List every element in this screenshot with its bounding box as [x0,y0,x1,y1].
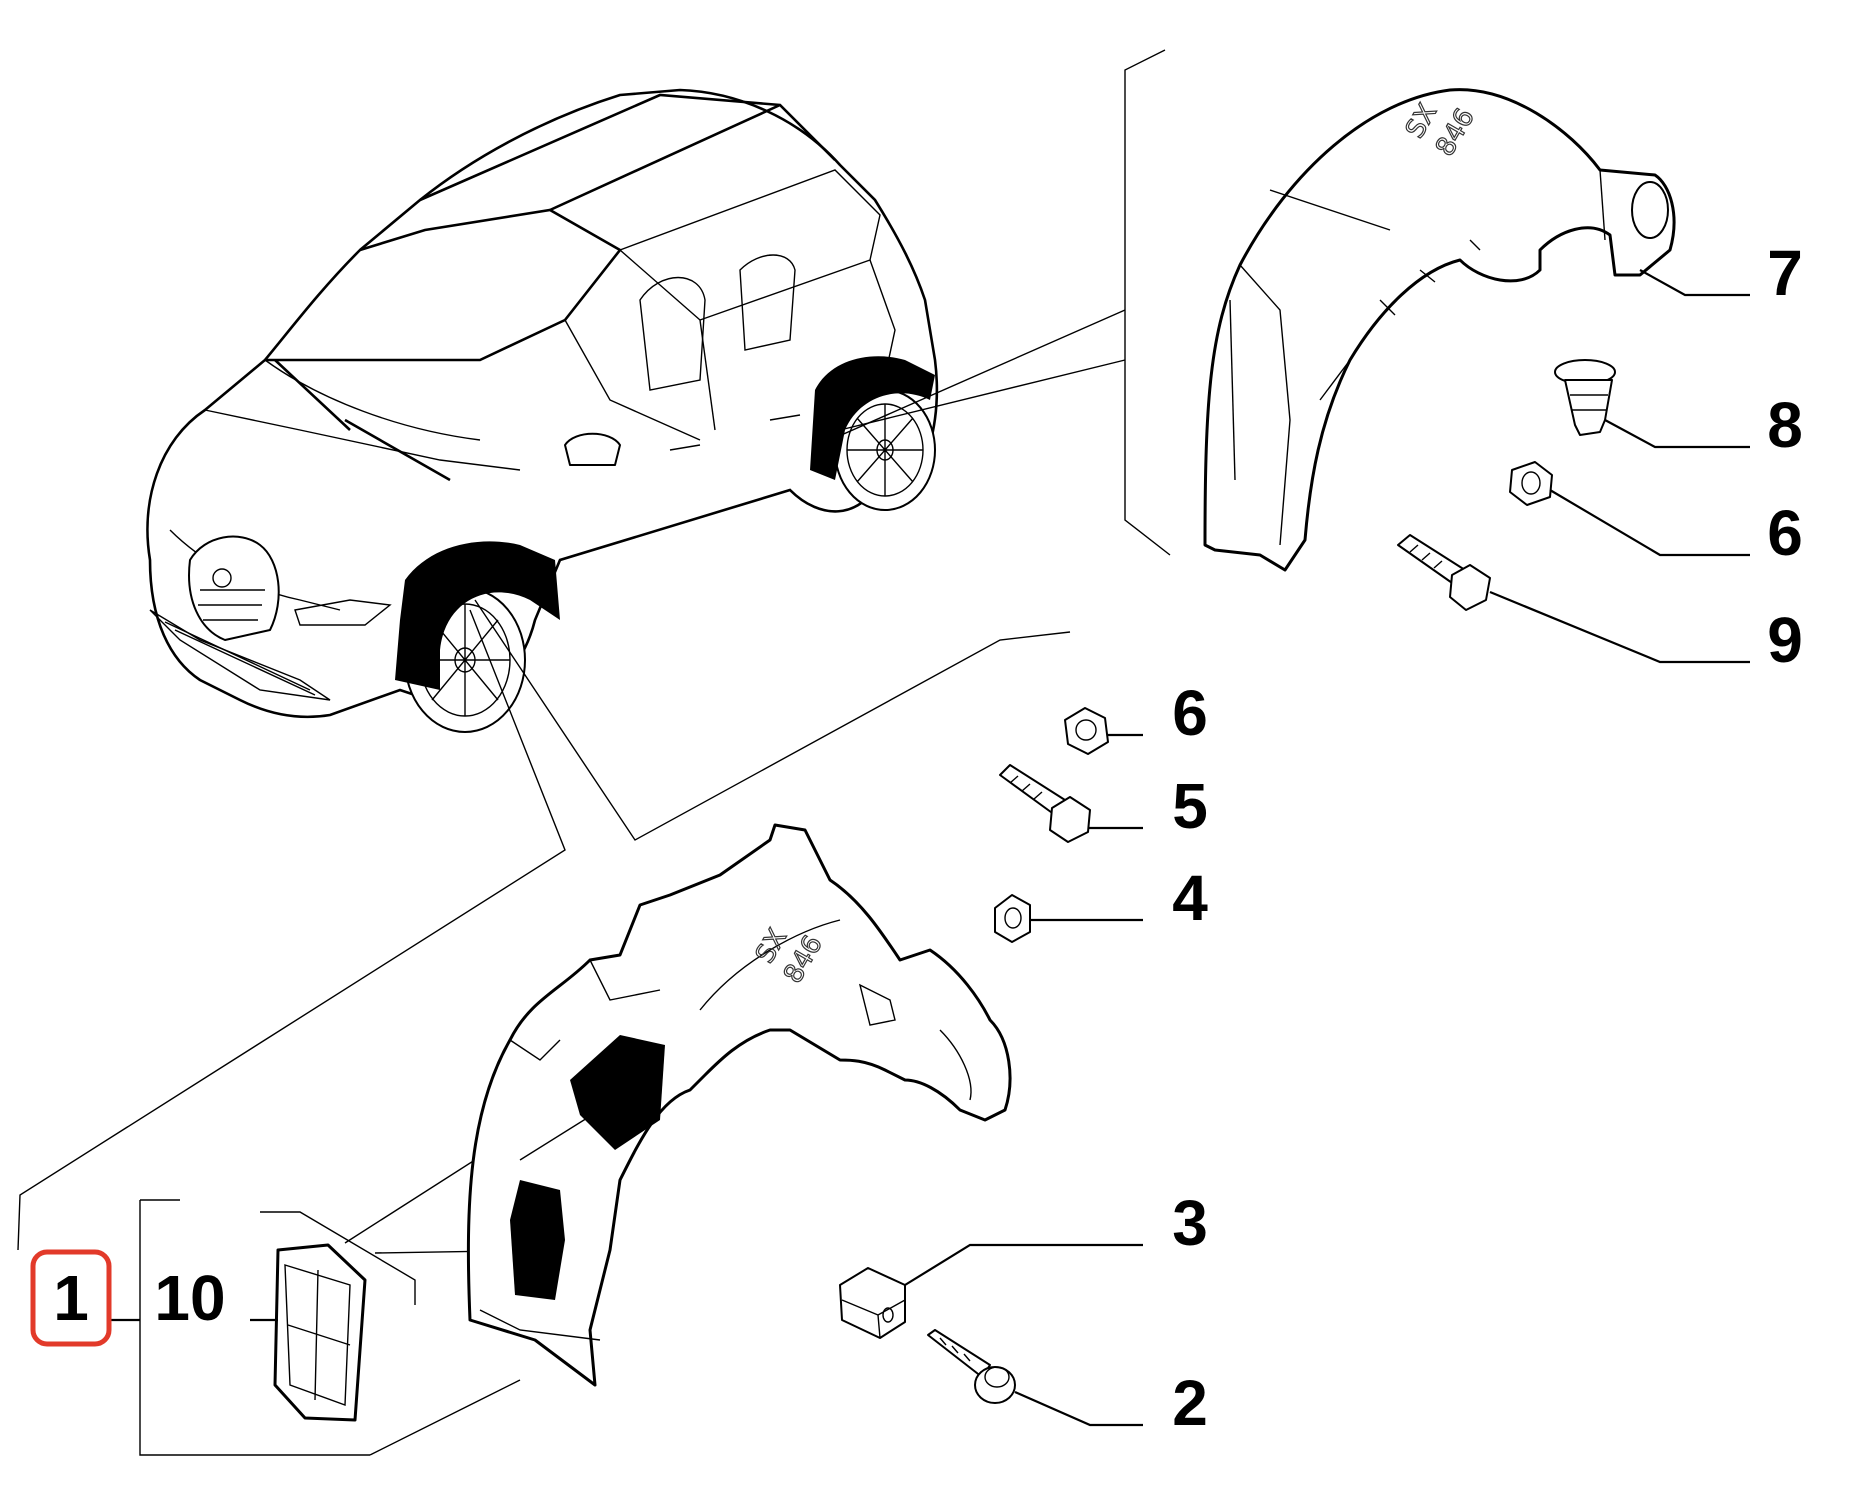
highlight-box-part-1 [30,1249,112,1347]
callout-2[interactable]: 2 [1172,1367,1208,1439]
callout-4[interactable]: 4 [1172,862,1208,934]
callout-labels: 1 10 2 3 4 5 6 6 7 8 9 [30,237,1803,1439]
screw-part-2 [927,1329,1016,1404]
nut-part-6-upper [1509,461,1553,506]
access-cover-part-10 [273,1243,367,1422]
callout-10[interactable]: 10 [154,1262,225,1334]
callout-6-lower[interactable]: 6 [1172,677,1208,749]
callout-6-upper[interactable]: 6 [1767,497,1803,569]
bolt-part-9 [1397,534,1491,611]
callout-1[interactable]: 1 [53,1262,89,1334]
front-arch-liner-highlight [395,541,560,690]
push-clip-part-8 [1554,359,1616,436]
nut-part-6-lower [1064,707,1109,755]
bolt-part-5 [999,764,1091,843]
callout-9[interactable]: 9 [1767,604,1803,676]
callout-3[interactable]: 3 [1172,1187,1208,1259]
car-illustration [146,88,939,733]
callout-7[interactable]: 7 [1767,237,1803,309]
rear-wheel-arch-liner: SX 846 [1203,88,1676,572]
callout-8[interactable]: 8 [1767,389,1803,461]
leader-lines [110,269,1750,1427]
clip-nut-part-3 [839,1267,906,1339]
fasteners [839,181,1669,1404]
callout-5[interactable]: 5 [1172,770,1208,842]
front-wheel-arch-liner: SX 846 [466,823,1012,1387]
rear-arch-liner-highlight [810,356,935,480]
guide-lines [17,49,1171,1456]
flange-nut-part-4 [994,894,1031,943]
